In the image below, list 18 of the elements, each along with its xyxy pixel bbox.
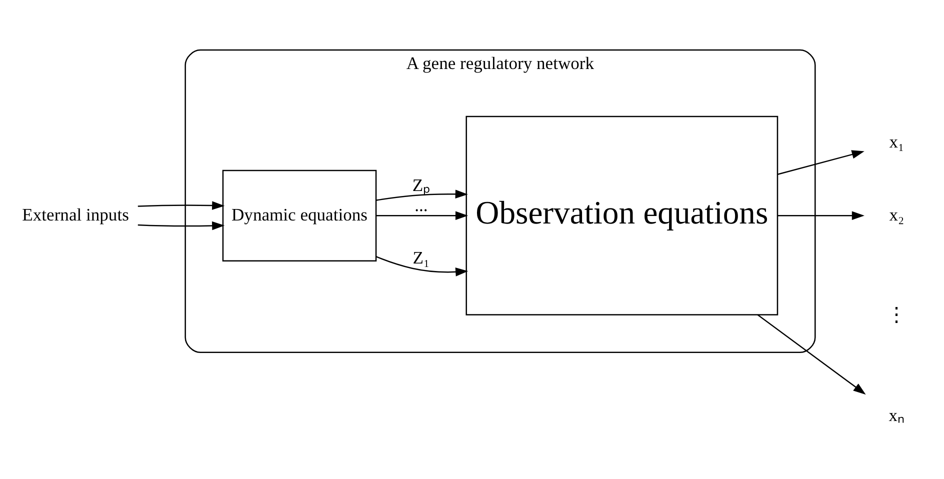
label: ⋮ xyxy=(886,304,907,326)
arrow xyxy=(778,211,864,220)
node-text: x₁ xyxy=(889,132,904,152)
edge-label: ... xyxy=(414,194,428,215)
edge-label: Zₚ xyxy=(412,174,430,195)
node-text: External inputs xyxy=(22,204,129,224)
node-text: x₂ xyxy=(889,204,904,224)
arrow xyxy=(757,314,866,395)
arrow xyxy=(777,150,864,175)
arrow xyxy=(376,190,468,201)
arrow xyxy=(376,256,468,276)
arrow xyxy=(138,201,225,210)
node-box: Dynamic equations xyxy=(222,170,377,262)
node-text: xₙ xyxy=(888,405,905,426)
arrow xyxy=(376,211,468,220)
node-box: Observation equations xyxy=(466,116,778,316)
edge-label: Z₁ xyxy=(412,248,430,268)
arrow xyxy=(138,221,225,230)
